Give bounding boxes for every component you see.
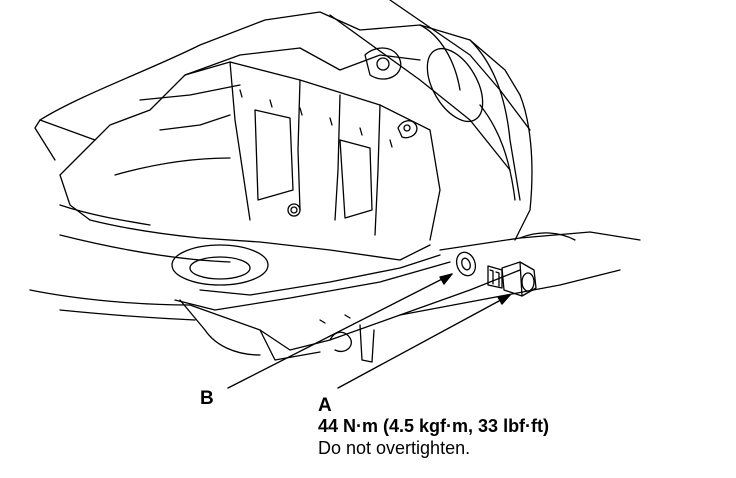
leader-line-b <box>227 273 453 389</box>
engine-block-outline <box>34 11 533 241</box>
leader-lines <box>227 273 511 389</box>
callout-a-label: A <box>318 395 332 416</box>
sealing-washer <box>455 251 477 277</box>
exhaust-pipe-outline <box>329 0 531 201</box>
overtighten-warning: Do not overtighten. <box>318 438 471 458</box>
drain-bolt <box>487 261 537 297</box>
oil-pan-body <box>59 61 451 311</box>
leader-line-a <box>337 294 511 389</box>
callout-b-label: B <box>200 388 214 409</box>
subframe-outline <box>29 231 641 363</box>
torque-spec: 44 N·m (4.5 kgf·m, 33 lbf·ft) <box>318 416 550 436</box>
